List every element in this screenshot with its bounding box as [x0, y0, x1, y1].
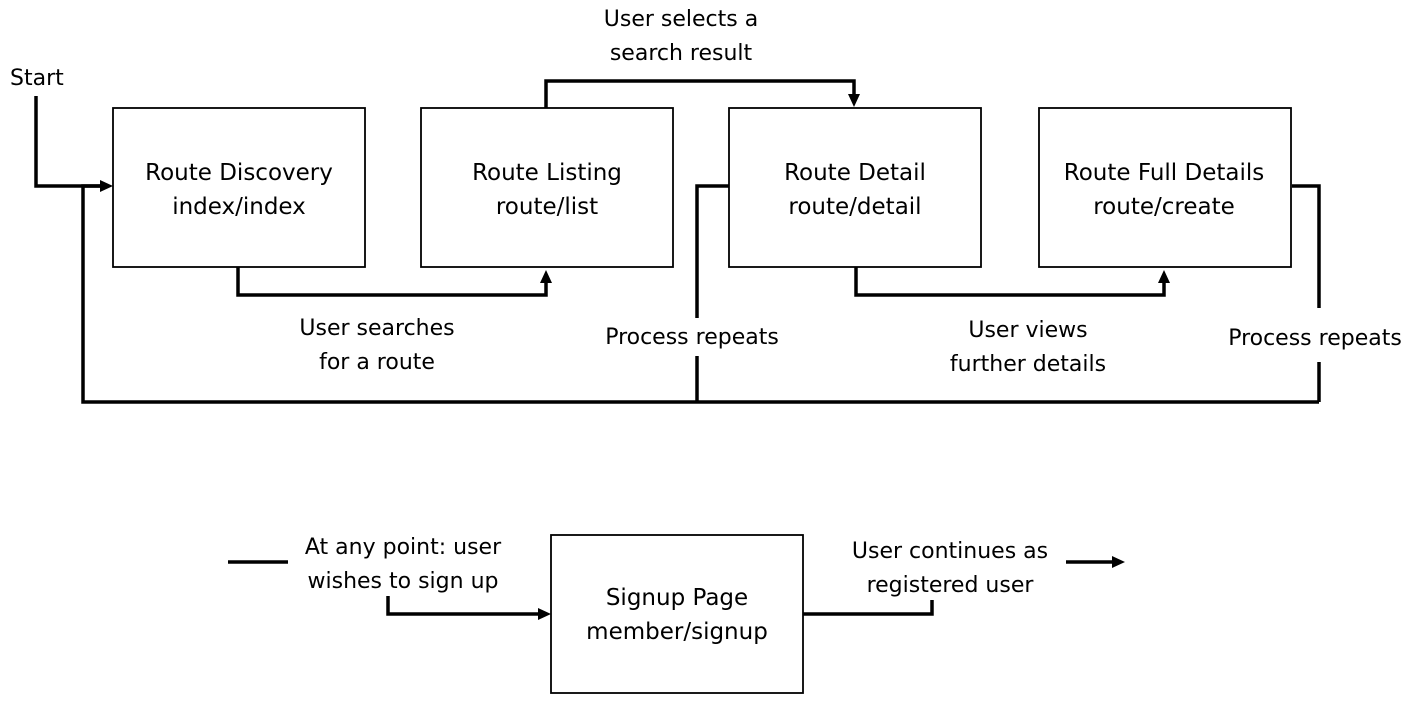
- node-title: Route Listing: [472, 160, 622, 186]
- view-label-line2: further details: [950, 352, 1106, 377]
- signup-exit-arrowhead: [1112, 556, 1125, 568]
- signup-entry-label-line2: wishes to sign up: [308, 569, 499, 594]
- view-arrowhead: [1158, 270, 1170, 283]
- node-title: Route Full Details: [1064, 160, 1264, 186]
- node-title: Signup Page: [606, 585, 748, 611]
- node-signup-page: Signup Page member/signup: [550, 534, 804, 694]
- return-connector: [81, 184, 1319, 404]
- node-title: Route Discovery: [145, 160, 333, 186]
- node-path: route/detail: [788, 194, 921, 220]
- signup-exit-label-line2: registered user: [867, 573, 1035, 598]
- node-route-detail: Route Detail route/detail: [728, 107, 982, 268]
- start-label: Start: [10, 66, 64, 91]
- signup-exit-label-line1: User continues as: [852, 539, 1048, 564]
- node-route-full-details: Route Full Details route/create: [1038, 107, 1292, 268]
- repeat-label-right: Process repeats: [1228, 326, 1402, 351]
- select-arrowhead: [848, 94, 860, 107]
- repeat-label-left: Process repeats: [605, 325, 779, 350]
- signup-entry-connector: [386, 596, 538, 616]
- search-label-line1: User searches: [299, 316, 454, 341]
- repeat-connector-detail-top: [695, 184, 729, 318]
- search-arrowhead: [540, 270, 552, 283]
- select-label-line1: User selects a: [604, 7, 758, 32]
- signup-entry-label-line1: At any point: user: [305, 535, 502, 560]
- node-path: index/index: [172, 194, 306, 220]
- node-route-listing: Route Listing route/list: [420, 107, 674, 268]
- node-title: Route Detail: [784, 160, 926, 186]
- select-label-line2: search result: [610, 41, 753, 66]
- repeat-connector-full-top: [1292, 184, 1321, 308]
- view-connector: [854, 267, 1166, 297]
- signup-exit-connector: [803, 600, 934, 616]
- select-connector: [544, 79, 856, 108]
- node-path: member/signup: [586, 619, 768, 645]
- view-label-line1: User views: [968, 318, 1087, 343]
- node-path: route/list: [496, 194, 598, 220]
- start-arrowhead: [100, 180, 113, 192]
- signup-entry-arrowhead: [538, 608, 551, 620]
- node-path: route/create: [1093, 194, 1235, 220]
- search-connector: [236, 267, 548, 297]
- node-route-discovery: Route Discovery index/index: [112, 107, 366, 268]
- search-label-line2: for a route: [319, 350, 435, 375]
- start-connector: [34, 96, 100, 188]
